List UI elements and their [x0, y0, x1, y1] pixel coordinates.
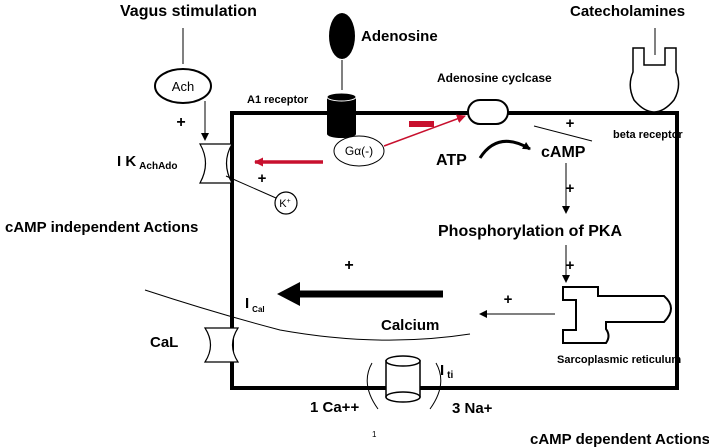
calcium-membrane-curve — [144, 289, 471, 341]
ach-plus-sign: + — [176, 114, 185, 131]
atp-to-camp-curve-arrow — [478, 139, 531, 159]
inhibition-minus-sign — [409, 121, 434, 127]
beta-to-camp-line — [533, 125, 593, 142]
adenosine-cyclase-label: Adenosine cyclcase — [437, 71, 552, 85]
beta-receptor-label: beta receptor — [613, 129, 683, 141]
exchanger-left-curve — [366, 362, 379, 410]
ach-node — [154, 68, 212, 104]
adenosine-cyclase-enzyme — [467, 99, 509, 125]
ik-plus-sign: + — [258, 170, 267, 187]
calcium-label: Calcium — [381, 317, 439, 334]
ach-label: Ach — [172, 79, 194, 94]
adenosine-label: Adenosine — [361, 28, 438, 45]
a1-receptor-top — [326, 92, 357, 102]
exchanger-right-curve — [429, 362, 442, 410]
camp-dependent-actions-label: cAMP dependent Actions — [530, 431, 709, 448]
cell-plus-sign: + — [344, 257, 353, 274]
ik-channel — [198, 143, 234, 184]
cell-membrane — [230, 111, 679, 390]
potassium-ion — [274, 191, 298, 215]
page-number: 1 — [372, 430, 377, 439]
cal-channel-label: CaL — [150, 334, 178, 351]
a1-receptor-body — [327, 97, 356, 134]
calcium-ion-count-label: 1 Ca++ — [310, 399, 359, 416]
camp-plus-sign: + — [566, 180, 575, 197]
sarcoplasmic-reticulum-label: Sarcoplasmic reticulum — [557, 354, 681, 366]
potassium-to-channel-line — [225, 175, 277, 199]
cal-channel — [203, 327, 240, 363]
a1-receptor-label: A1 receptor — [247, 94, 309, 106]
sarcoplasmic-reticulum — [562, 286, 672, 344]
exchanger-bottom — [385, 391, 421, 403]
catecholamines-label: Catecholamines — [570, 3, 685, 20]
beta-receptor-shape — [629, 47, 680, 113]
ical-arrowhead — [277, 282, 300, 306]
vagus-stimulation-label: Vagus stimulation — [120, 3, 257, 20]
a1-receptor-bottom — [327, 130, 356, 138]
adenosine-ligand — [329, 13, 355, 59]
g-alpha-protein — [333, 135, 385, 167]
camp-label: cAMP — [541, 144, 586, 161]
pka-plus-sign: + — [566, 257, 575, 274]
sr-plus-sign: + — [504, 291, 513, 308]
exchanger-top — [385, 355, 421, 367]
potassium-ion-label: K+ — [279, 198, 290, 210]
g-alpha-label: Gα(-) — [345, 144, 373, 158]
galpha-to-cyclase-red-arrow — [383, 114, 466, 147]
atp-label: ATP — [436, 152, 467, 169]
pka-phosphorylation-label: Phosphorylation of PKA — [438, 223, 622, 240]
camp-independent-actions-label: cAMP independent Actions — [5, 219, 198, 236]
sodium-ion-count-label: 3 Na+ — [452, 400, 493, 417]
beta-plus-sign: + — [566, 115, 575, 132]
